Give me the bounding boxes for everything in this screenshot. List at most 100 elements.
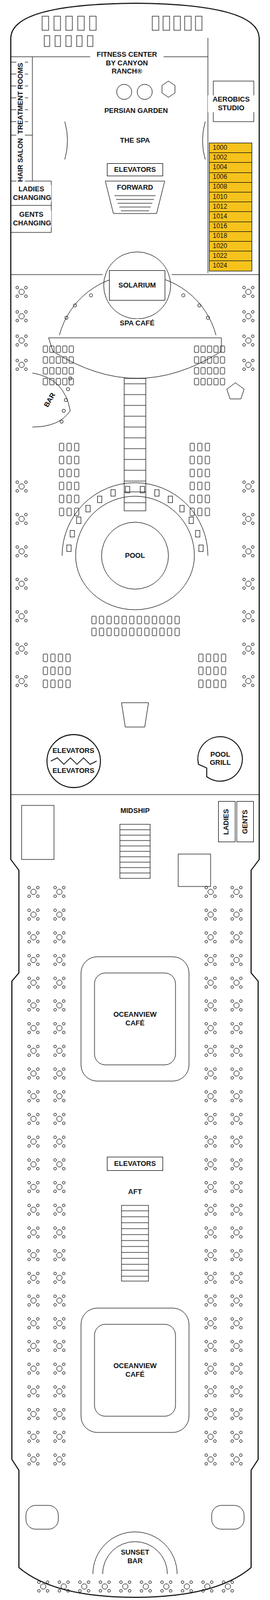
chair [54, 1203, 57, 1206]
chair [62, 1438, 66, 1442]
lounge-chair [85, 504, 91, 512]
chair [28, 1180, 31, 1184]
lounge-chair [50, 653, 56, 661]
bar-counter [32, 372, 71, 427]
chair [222, 1579, 226, 1583]
chair [251, 359, 255, 362]
table [18, 483, 25, 489]
chair [213, 1316, 217, 1320]
chair [243, 334, 246, 338]
chair [231, 1248, 234, 1252]
chair [62, 1279, 66, 1283]
chair [62, 976, 66, 980]
table [207, 1364, 214, 1370]
chair [16, 642, 19, 646]
chair [205, 1089, 208, 1093]
chair [231, 1053, 234, 1056]
chair [213, 1089, 217, 1093]
fitness-machine [152, 16, 159, 31]
area-name: SOLARIUM [118, 281, 156, 290]
table [233, 1024, 240, 1030]
deck-details [10, 16, 260, 1591]
service-area [178, 853, 211, 886]
lounge-chair [167, 495, 173, 503]
wall [10, 232, 52, 233]
table [233, 956, 240, 962]
chair [239, 1030, 243, 1034]
chair [231, 1157, 234, 1161]
chair [87, 1579, 91, 1583]
table [102, 1582, 108, 1588]
chair [36, 984, 40, 988]
pool-grill: POOL GRILL [197, 735, 243, 781]
chair [231, 1393, 234, 1396]
stair-step [124, 491, 146, 492]
chair [16, 343, 19, 347]
chair [36, 1166, 40, 1170]
stateroom-box: 1018 [208, 231, 253, 242]
lounge-chair [154, 489, 160, 496]
lounge-chair [194, 356, 199, 363]
table [207, 910, 214, 917]
table [56, 933, 63, 940]
chair [46, 1588, 50, 1591]
chair [239, 1211, 243, 1215]
chair [243, 610, 246, 613]
chair [239, 1135, 243, 1138]
stair-step [124, 502, 146, 503]
chair [205, 1166, 208, 1170]
chair [239, 962, 243, 965]
chair [243, 367, 246, 371]
chair [99, 1579, 103, 1583]
table [56, 1387, 63, 1393]
chair [205, 1370, 208, 1374]
chair [62, 984, 66, 988]
chair [210, 1579, 214, 1583]
lounge-chair [66, 455, 72, 464]
lounge-chair [129, 615, 134, 624]
chair [78, 1579, 82, 1583]
chair [251, 319, 255, 322]
lounge-chair [43, 679, 48, 687]
chair [54, 1438, 57, 1442]
node-texts: 1018 [212, 232, 228, 240]
chair [231, 1234, 234, 1238]
area-label: LADIES CHANGING [11, 184, 52, 202]
node-texts: ELEVATORS [113, 165, 156, 174]
lounge-chair [50, 666, 56, 674]
chair [239, 1044, 243, 1048]
chair [205, 1361, 208, 1365]
table [122, 1582, 128, 1588]
stair-step [119, 872, 151, 873]
chair [239, 1393, 243, 1396]
lounge-chair [205, 481, 210, 490]
table [245, 288, 252, 295]
chair [36, 1384, 40, 1388]
chair [213, 999, 217, 1002]
lounge-chair [76, 516, 81, 524]
chair [239, 1452, 243, 1456]
node-texts: 1010 [212, 193, 228, 201]
lounge-chair [114, 615, 119, 624]
node-texts: POOL GRILL [206, 750, 234, 767]
chair [190, 1579, 193, 1583]
lounge-chair [190, 442, 195, 451]
chair [28, 1347, 31, 1351]
table [56, 1205, 63, 1212]
node-texts: 1000 [212, 144, 228, 152]
fitness-machine [87, 35, 93, 47]
fitness-machine [65, 16, 73, 31]
table [56, 1455, 63, 1461]
sunset-bar-counter [102, 1540, 168, 1573]
chair [28, 1135, 31, 1138]
chair [62, 1225, 66, 1229]
chair [36, 1339, 40, 1342]
chair [36, 1438, 40, 1442]
chair [54, 1030, 57, 1034]
chair [16, 675, 19, 678]
table [30, 1069, 37, 1076]
chair [16, 683, 19, 687]
chair [239, 999, 243, 1002]
chair [239, 1302, 243, 1306]
chair [62, 1384, 66, 1388]
